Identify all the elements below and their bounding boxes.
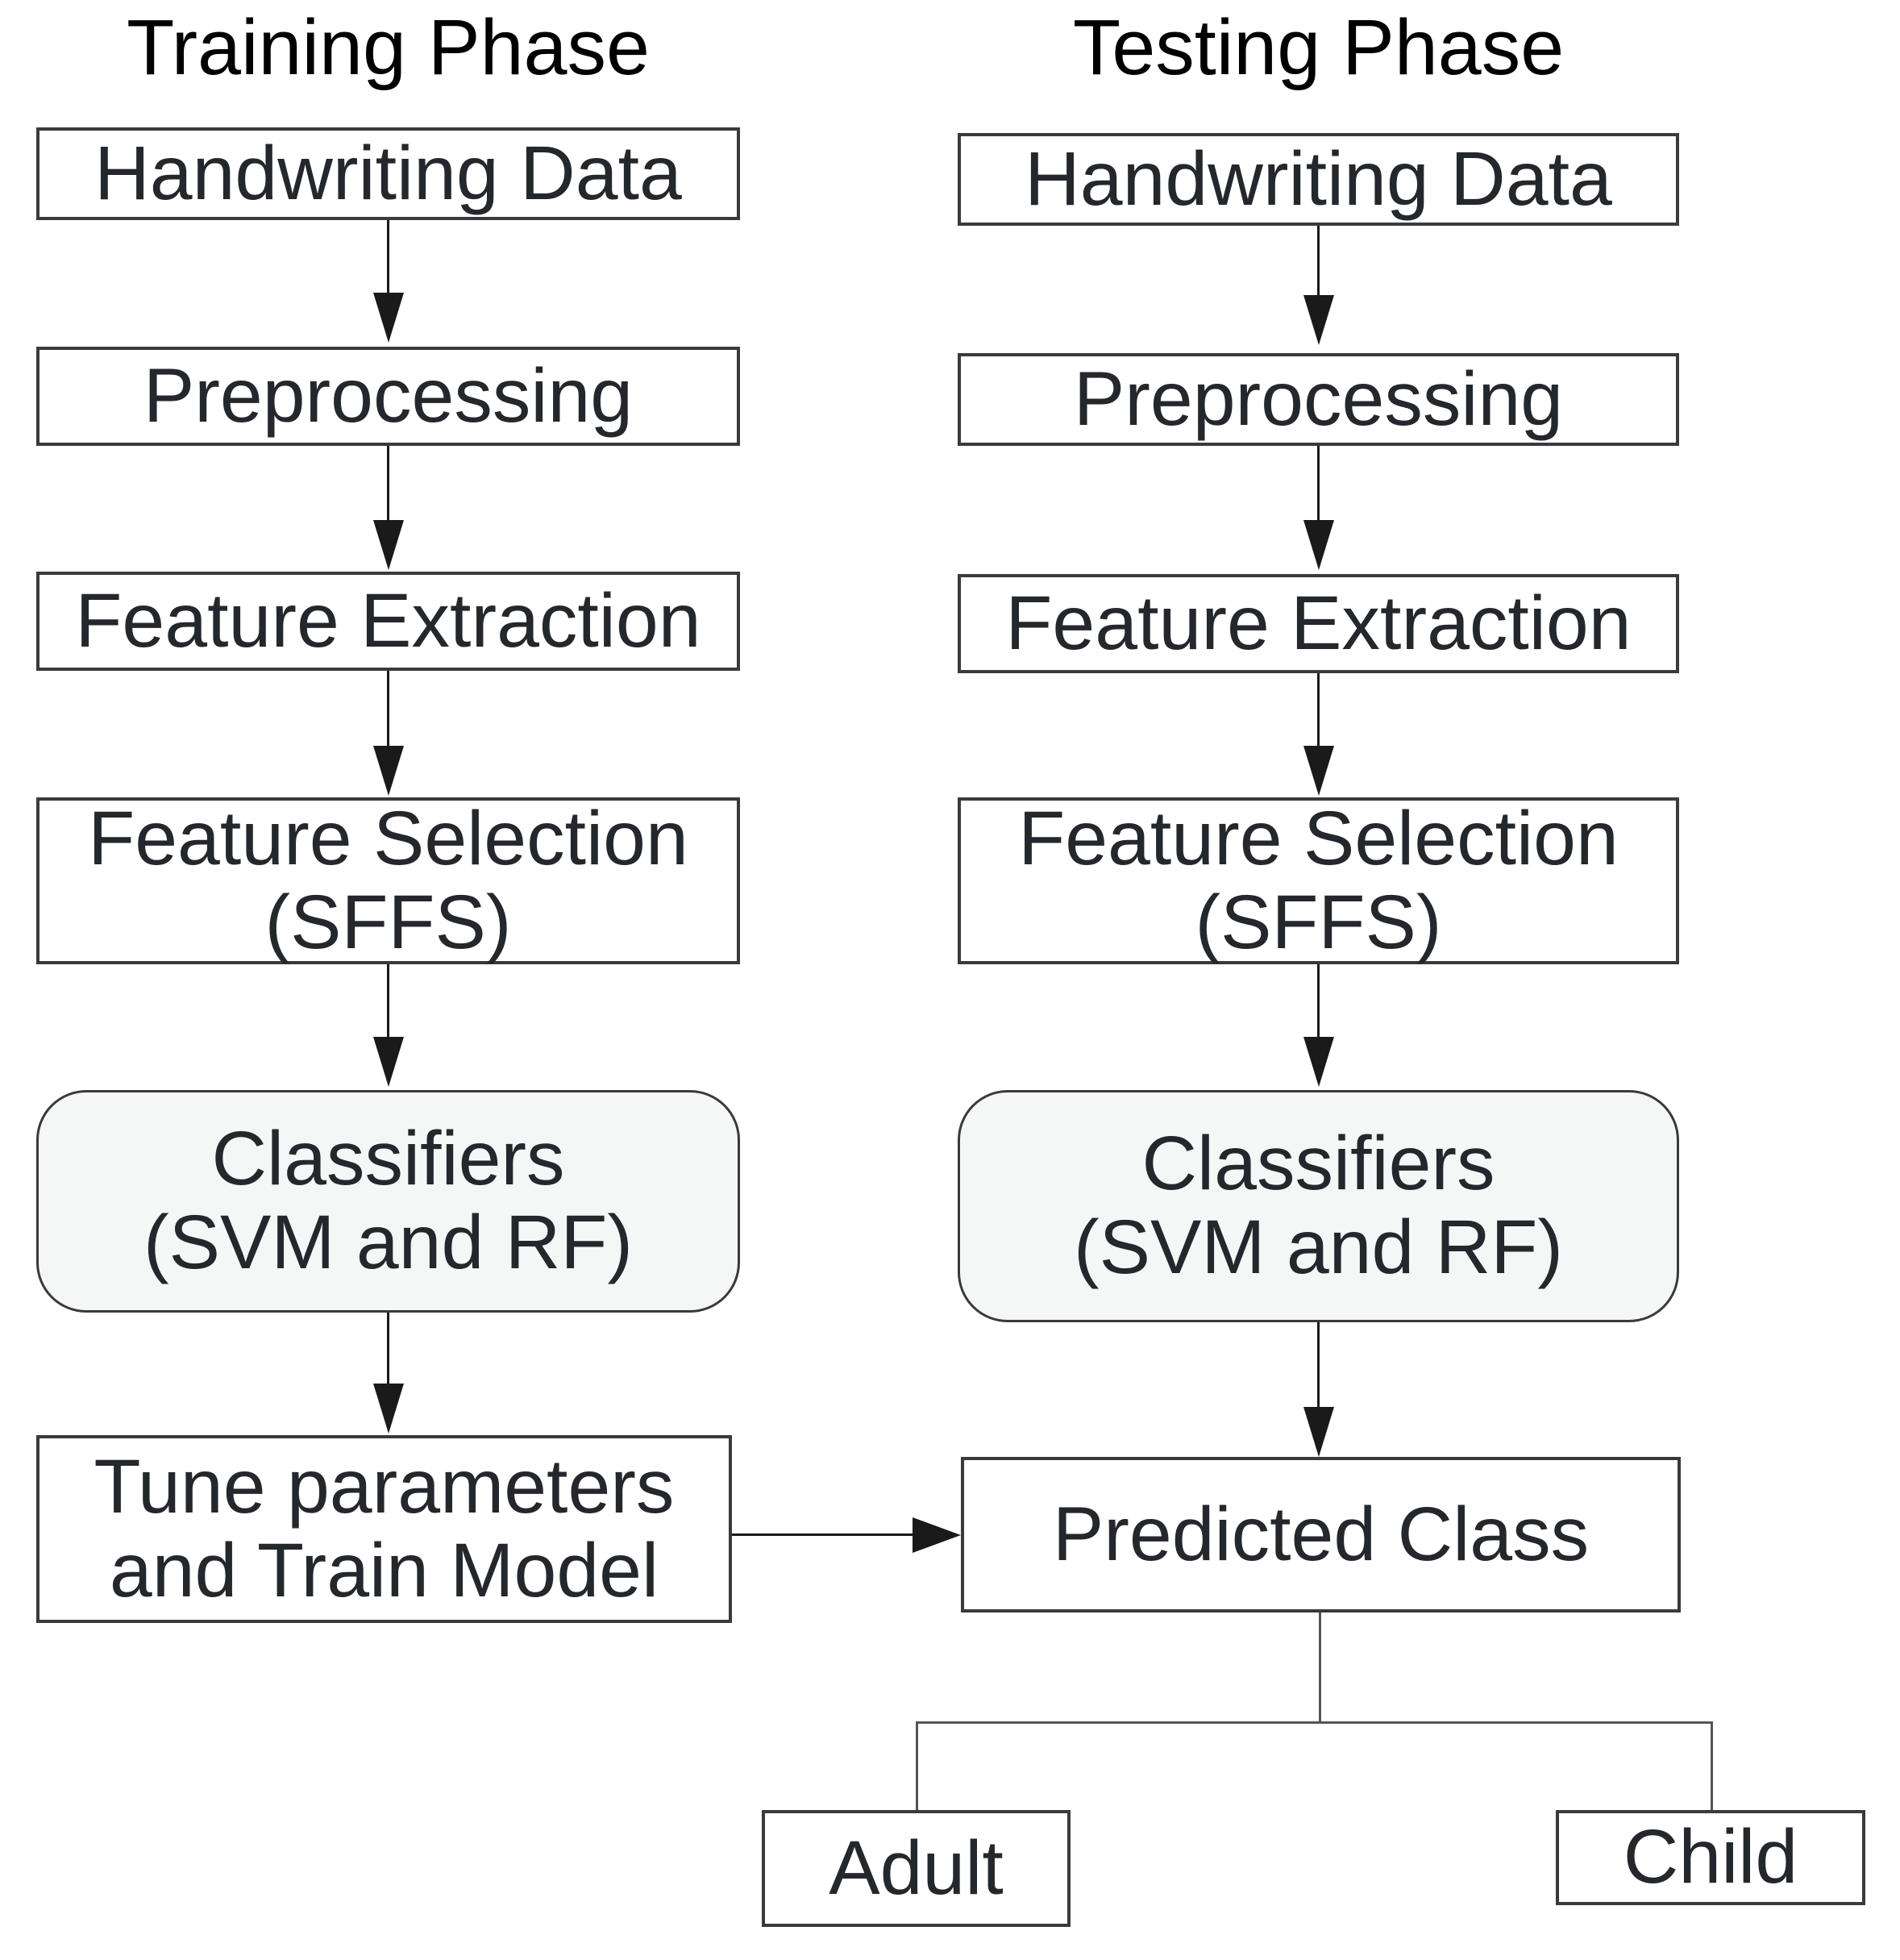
box-label: Preprocessing	[143, 352, 634, 439]
box-label-line2: (SFFS)	[1195, 879, 1442, 965]
box-label-line2: and Train Model	[109, 1527, 659, 1613]
training-feature-extraction-box: Feature Extraction	[36, 572, 740, 671]
testing-preprocessing-box: Preprocessing	[958, 353, 1679, 446]
arrow-head-testing-4	[1303, 1037, 1334, 1087]
box-label-line1: Feature Selection	[88, 795, 688, 881]
arrow-head-testing-3	[1303, 746, 1334, 796]
arrow-head-training-5	[373, 1384, 404, 1434]
box-label-line2: (SVM and RF)	[1073, 1205, 1564, 1290]
arrow-line-testing-1	[1317, 226, 1320, 297]
testing-feature-selection-box: Feature Selection (SFFS)	[958, 797, 1679, 964]
training-tune-train-model-box: Tune parameters and Train Model	[36, 1435, 732, 1623]
arrow-head-testing-2	[1303, 520, 1334, 570]
arrow-line-training-2	[387, 446, 389, 522]
box-label-line1: Tune parameters	[94, 1443, 675, 1529]
box-label-line1: Classifiers	[211, 1116, 565, 1202]
arrow-line-testing-5	[1317, 1322, 1320, 1407]
testing-phase-title: Testing Phase	[1072, 3, 1565, 91]
training-classifiers-box: Classifiers (SVM and RF)	[36, 1090, 740, 1313]
box-label: Predicted Class	[1052, 1491, 1590, 1577]
adult-output-box: Adult	[762, 1810, 1071, 1927]
arrow-head-testing-1	[1303, 295, 1334, 345]
box-label: Adult	[829, 1825, 1004, 1911]
box-label: Feature Extraction	[1005, 580, 1632, 666]
connector-branch-adult	[916, 1721, 918, 1810]
testing-classifiers-box: Classifiers (SVM and RF)	[958, 1090, 1679, 1322]
connector-predicted-down	[1319, 1613, 1321, 1723]
arrow-head-testing-5	[1303, 1407, 1334, 1457]
box-label-line1: Classifiers	[1141, 1121, 1495, 1207]
box-label: Handwriting Data	[94, 130, 682, 216]
arrow-head-training-1	[373, 293, 404, 343]
testing-feature-extraction-box: Feature Extraction	[958, 574, 1679, 673]
box-label-line2: (SVM and RF)	[143, 1200, 634, 1285]
box-label-line1: Feature Selection	[1018, 795, 1619, 881]
box-label: Feature Extraction	[75, 577, 701, 664]
training-preprocessing-box: Preprocessing	[36, 347, 740, 446]
connector-branch-horizontal	[916, 1721, 1713, 1724]
box-label: Child	[1623, 1814, 1798, 1900]
training-feature-selection-box: Feature Selection (SFFS)	[36, 797, 740, 964]
box-label: Handwriting Data	[1025, 135, 1612, 222]
arrow-line-testing-2	[1317, 446, 1320, 522]
box-label: Preprocessing	[1073, 356, 1564, 442]
arrow-head-training-4	[373, 1037, 404, 1087]
box-label-line2: (SFFS)	[264, 879, 512, 965]
arrow-head-training-2	[373, 520, 404, 570]
training-phase-title: Training Phase	[127, 3, 650, 91]
predicted-class-box: Predicted Class	[961, 1457, 1681, 1613]
arrow-head-train-to-predicted	[913, 1517, 961, 1553]
arrow-line-training-3	[387, 671, 389, 747]
testing-handwriting-data-box: Handwriting Data	[958, 133, 1679, 226]
training-handwriting-data-box: Handwriting Data	[36, 127, 740, 220]
child-output-box: Child	[1556, 1810, 1865, 1905]
arrow-line-train-to-predicted	[732, 1533, 914, 1536]
arrow-line-testing-4	[1317, 964, 1320, 1038]
connector-branch-child	[1711, 1721, 1713, 1810]
arrow-head-training-3	[373, 746, 404, 796]
arrow-line-training-1	[387, 220, 389, 294]
arrow-line-testing-3	[1317, 673, 1320, 747]
arrow-line-training-5	[387, 1313, 389, 1385]
arrow-line-training-4	[387, 964, 389, 1038]
